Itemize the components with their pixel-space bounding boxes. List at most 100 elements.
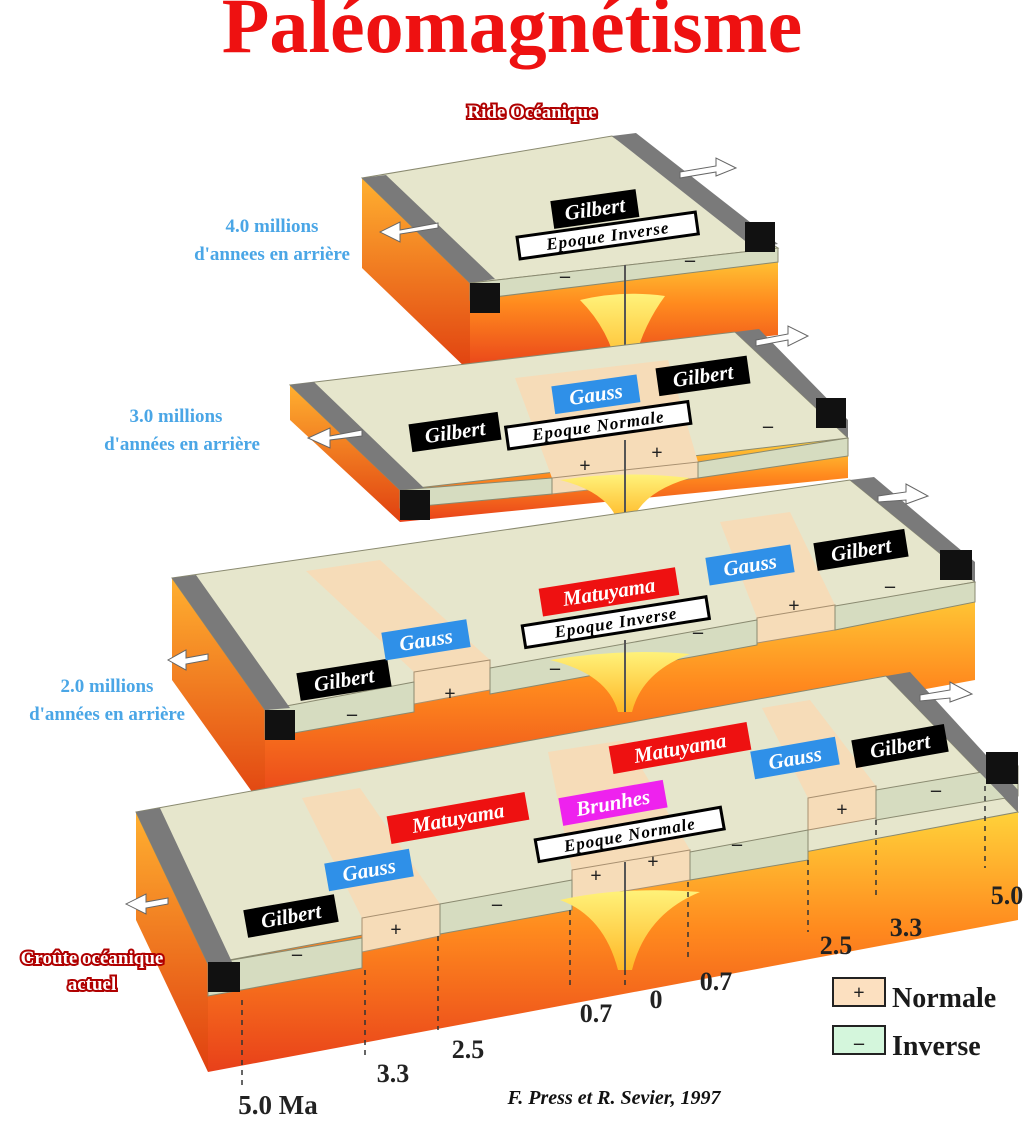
block-4ma: – – Gilbert Epoque Inverse [360,133,780,372]
chron-gauss-box [381,619,471,661]
page-title: Paléomagnétisme [222,0,803,69]
legend-inverse-symbol: – [853,1032,865,1054]
chron-matuyama-box [608,722,752,774]
chron-brunhes-box [558,779,668,826]
legend-inverse-swatch [832,1025,886,1055]
mantle-side [136,812,208,1072]
credit-text: F. Press et R. Sevier, 1997 [507,1087,722,1109]
magma-plume [580,293,665,372]
mantle-side [172,578,265,810]
sign-label: – [731,833,743,855]
chron-matuyama-box [386,792,530,844]
arrow-left-icon [378,221,439,243]
age-label-0.7-left: 0.7 [580,999,613,1028]
chron-gilbert-box [408,411,502,453]
chron-gauss-box [705,544,795,586]
chron-matuyama-box [538,567,680,617]
ridge-label: Ride Océanique [467,102,596,123]
sign-label: – [559,265,571,287]
block-2ma: – + – – + – Gilbert Gauss Matuyama Epoqu… [166,477,977,810]
arrow-left-icon [166,649,209,671]
chron-gilbert-box [813,528,909,571]
plate-edge-block [400,490,430,520]
arrow-right-icon [679,157,738,179]
sign-label: + [444,683,455,705]
arrow-right-icon [755,325,810,347]
chron-gauss-box [324,848,414,892]
time-label-4ma-line1: 4.0 millions [226,216,319,237]
age-label-5ma-left: 5.0 Ma [238,1090,318,1120]
legend: + Normale – Inverse [832,977,996,1062]
sign-label: – [884,575,896,597]
legend-normal-label: Normale [892,983,996,1014]
plate-edge [886,672,1018,812]
legend-inverse-label: Inverse [892,1031,981,1062]
current-crust-label-line2: actuel [68,974,117,995]
current-crust-label-line1: Croûte océanique [21,948,164,969]
sign-label: – [692,621,704,643]
sign-label: – [684,249,696,271]
sign-label: + [647,851,658,873]
mantle-side [290,385,400,522]
chron-gauss-box [551,374,641,415]
age-label-0: 0 [650,985,663,1014]
age-label-5ma-right: 5.0 [991,881,1024,910]
plate-edge-block [745,222,775,252]
epoch-box [520,595,712,650]
chron-gilbert-box [243,894,339,938]
plate-edge [136,808,232,964]
arrow-left-icon [124,893,169,915]
sign-label: + [836,799,847,821]
plate-edge [612,133,778,248]
legend-normal-symbol: + [853,982,864,1004]
sign-label: + [788,595,799,617]
plate-edge-block [265,710,295,740]
sign-label: + [390,919,401,941]
plate-edge-block [986,752,1018,784]
plate-edge-block [208,962,240,992]
epoch-box [533,805,726,864]
arrow-left-icon [306,427,363,449]
sign-label: – [549,657,561,679]
age-label-2.5-left: 2.5 [452,1035,485,1064]
sign-label: + [651,442,662,464]
chron-gilbert-box [851,724,949,768]
age-label-2.5-right: 2.5 [820,931,853,960]
plate-edge-block [940,550,972,580]
crust-front [439,879,573,935]
time-label-2ma-line2: d'années en arrière [29,704,185,725]
arrow-right-icon [877,483,930,505]
legend-normal-swatch [832,977,886,1007]
plate-edge-block [470,283,500,313]
sign-label: + [579,455,590,477]
age-marker-lines [241,786,986,1088]
chron-gauss-box [750,736,840,780]
chron-gilbert-box [655,355,751,397]
sign-label: + [590,865,601,887]
sign-label: – [346,703,358,725]
magma-plume [550,652,690,712]
epoch-box [515,210,701,261]
mantle-side [362,178,470,372]
age-label-3.3-right: 3.3 [890,913,923,942]
time-label-3ma-line1: 3.0 millions [130,406,223,427]
chron-gilbert-box [296,658,392,701]
crust-front [697,437,849,479]
arrow-right-icon [919,681,974,703]
age-label-3.3-left: 3.3 [377,1059,410,1088]
time-label-2ma-line1: 2.0 millions [61,676,154,697]
magma-plume [560,890,700,970]
sign-label: – [762,415,774,437]
sign-label: – [291,943,303,965]
sign-label: – [930,779,942,801]
chron-gilbert-box [550,189,640,229]
age-label-0.7-right: 0.7 [700,967,733,996]
time-label-4ma-line2: d'annees en arrière [194,244,350,265]
crust-front [834,581,976,631]
sign-label: – [491,893,503,915]
time-label-3ma-line2: d'années en arrière [104,434,260,455]
block-present: – + – + + – + – Gilbert Gauss Matuyama B… [124,672,1020,1088]
plate-edge-block [816,398,846,428]
